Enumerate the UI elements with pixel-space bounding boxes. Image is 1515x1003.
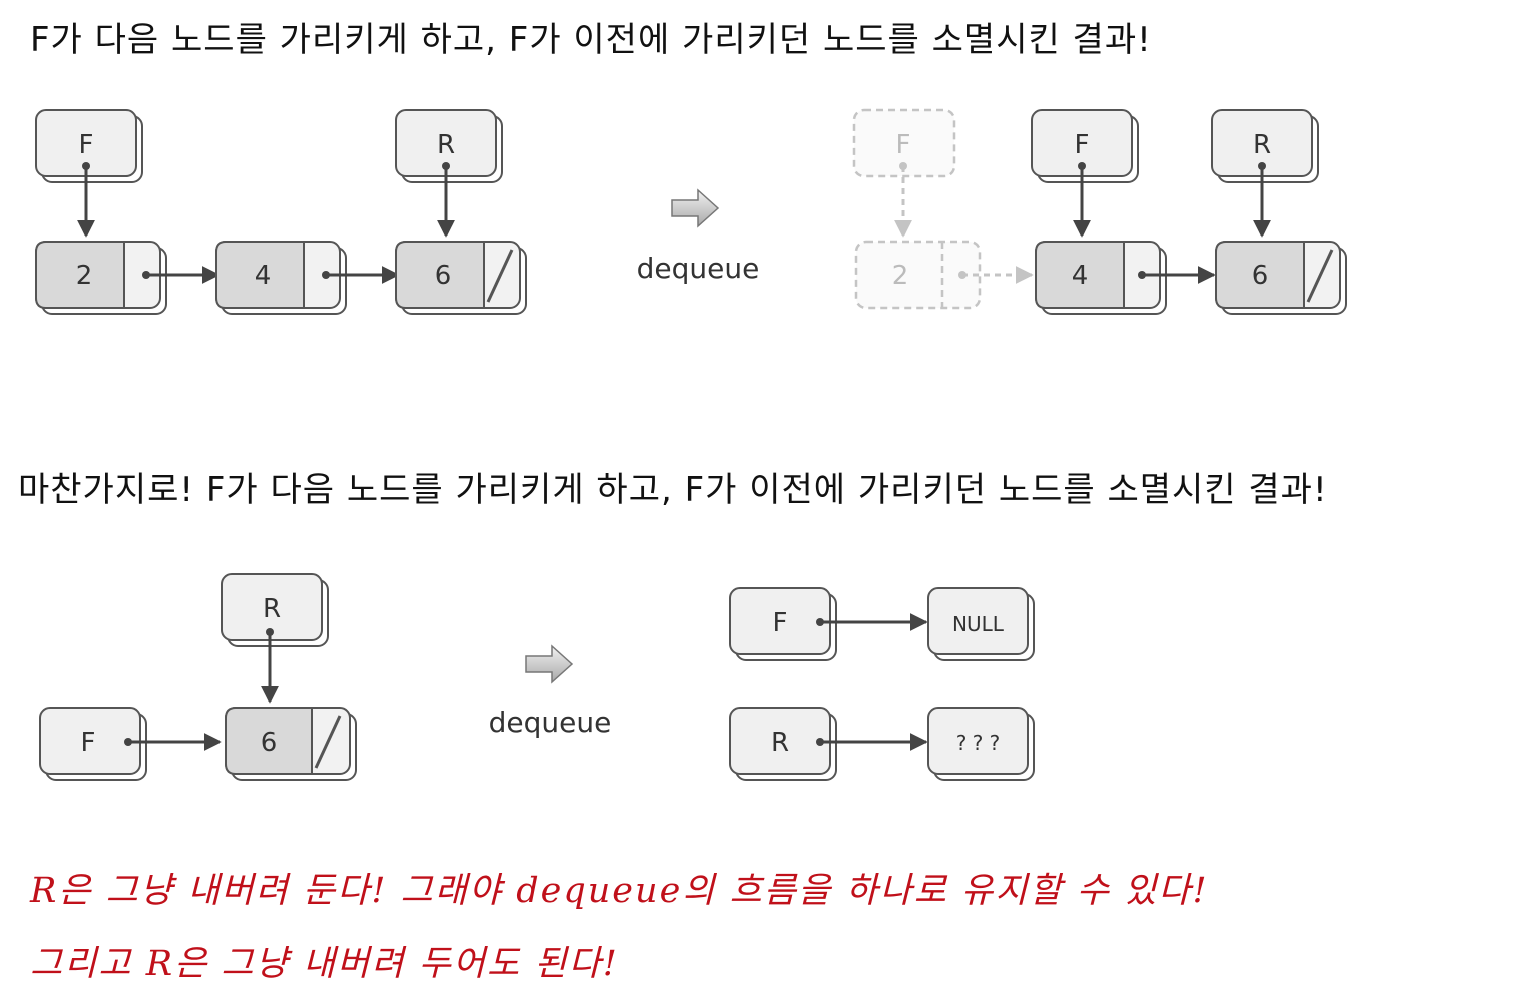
unknown-box: ? ? ? bbox=[927, 707, 1035, 781]
node-2: 2 bbox=[35, 241, 167, 315]
front-pointer-label: F bbox=[81, 728, 96, 758]
node-4: 4 bbox=[1035, 241, 1167, 315]
node-value: 4 bbox=[1072, 261, 1089, 291]
front-pointer-label: F bbox=[773, 608, 788, 638]
node-value: 6 bbox=[1252, 261, 1269, 291]
null-label: NULL bbox=[952, 612, 1005, 636]
rear-pointer-label: R bbox=[263, 594, 281, 624]
old-front-pointer-box: F bbox=[852, 108, 956, 178]
node-value: 6 bbox=[435, 261, 452, 291]
node-6: 6 bbox=[395, 241, 527, 315]
front-pointer-box: F bbox=[39, 707, 147, 781]
node-4: 4 bbox=[215, 241, 347, 315]
front-pointer-box: F bbox=[35, 109, 143, 183]
rear-pointer-box: R bbox=[1211, 109, 1319, 183]
diagram1-before: F R 2 4 bbox=[35, 109, 527, 315]
dequeue-arrow-2: dequeue bbox=[489, 644, 612, 739]
node-value: 6 bbox=[261, 728, 278, 758]
old-front-pointer-label: F bbox=[896, 130, 911, 160]
note-line-2: 그리고 R은 그냥 내버려 두어도 된다! bbox=[30, 944, 619, 984]
front-pointer-label: F bbox=[79, 130, 94, 160]
node-value: 2 bbox=[76, 261, 93, 291]
front-pointer-label: F bbox=[1075, 130, 1090, 160]
null-box: NULL bbox=[927, 587, 1035, 661]
front-pointer-box: F bbox=[1031, 109, 1139, 183]
rear-pointer-label: R bbox=[771, 728, 789, 758]
diagram1-after: F 2 F R bbox=[852, 108, 1347, 315]
heading-first: F가 다음 노드를 가리키게 하고, F가 이전에 가리키던 노드를 소멸시킨 … bbox=[30, 20, 1152, 60]
node-6: 6 bbox=[1215, 241, 1347, 315]
note-line-1: R은 그냥 내버려 둔다! 그래야 dequeue의 흐름을 하나로 유지할 수… bbox=[30, 871, 1209, 911]
rear-pointer-box: R bbox=[221, 573, 329, 647]
diagram2-after: F NULL R ? ? ? bbox=[729, 587, 1035, 781]
dequeue-arrow-1: dequeue bbox=[637, 188, 760, 285]
heading-second: 마찬가지로! F가 다음 노드를 가리키게 하고, F가 이전에 가리키던 노드… bbox=[18, 470, 1328, 510]
node-6: 6 bbox=[225, 707, 357, 781]
removed-node-2: 2 bbox=[854, 240, 982, 310]
dequeue-label: dequeue bbox=[637, 252, 760, 285]
null-slash bbox=[1306, 249, 1334, 303]
rear-pointer-label: R bbox=[1253, 130, 1271, 160]
unknown-label: ? ? ? bbox=[956, 731, 1001, 755]
null-slash bbox=[486, 249, 514, 303]
null-slash bbox=[314, 715, 342, 769]
rear-pointer-label: R bbox=[437, 130, 455, 160]
front-pointer-box: F bbox=[729, 587, 837, 661]
node-value: 2 bbox=[892, 261, 909, 291]
rear-pointer-box: R bbox=[729, 707, 837, 781]
rear-pointer-box: R bbox=[395, 109, 503, 183]
dequeue-label: dequeue bbox=[489, 706, 612, 739]
diagram2-before: R F 6 bbox=[39, 573, 357, 781]
node-value: 4 bbox=[255, 261, 272, 291]
